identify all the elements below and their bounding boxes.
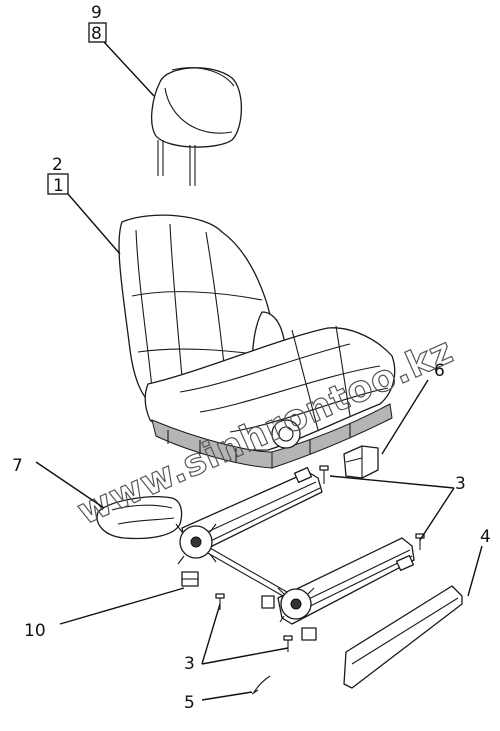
seat-assembly xyxy=(118,214,396,469)
callout-6: 6 xyxy=(434,361,445,381)
callout-3-upper: 3 xyxy=(455,474,466,494)
callout-9: 9 xyxy=(91,3,102,23)
callout-2: 2 xyxy=(52,155,63,175)
leader-lines xyxy=(35,22,483,701)
callout-8: 8 xyxy=(91,24,102,44)
bolts-part-3 xyxy=(215,465,425,652)
seat-rails xyxy=(175,466,415,641)
clip-part-5 xyxy=(251,675,271,695)
callout-5: 5 xyxy=(184,693,195,713)
callout-1: 1 xyxy=(53,176,64,196)
headrest xyxy=(150,67,242,186)
callout-3-lower: 3 xyxy=(184,654,195,674)
callout-4: 4 xyxy=(480,527,491,547)
trim-cover-part-7 xyxy=(96,496,183,540)
callout-7: 7 xyxy=(12,456,23,476)
side-trim-part-4 xyxy=(343,585,463,689)
side-cover-part-6 xyxy=(343,445,379,479)
callout-10: 10 xyxy=(24,621,46,641)
